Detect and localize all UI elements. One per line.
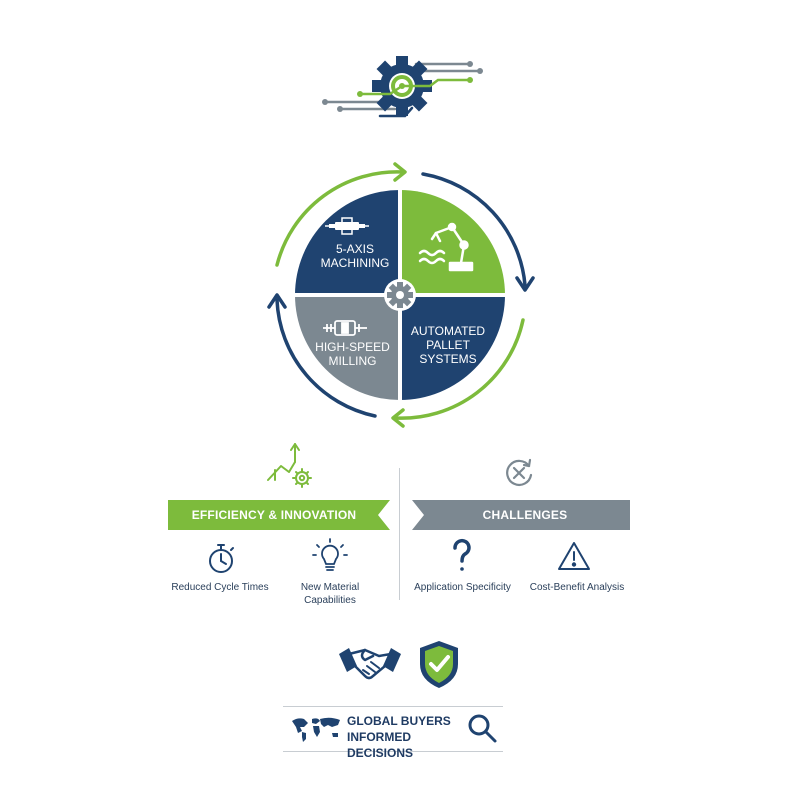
efficiency-title: EFFICIENCY & INNOVATION (191, 508, 357, 522)
quadrant-pallet (400, 295, 505, 400)
challenges-item-label: Application Specificity (414, 582, 511, 593)
gear-circuit-logo-icon (320, 50, 485, 125)
section-divider (399, 468, 400, 600)
quadrant-automation (400, 190, 505, 295)
challenges-item-label: Cost-Benefit Analysis (529, 582, 625, 593)
cycle-x-icon (502, 456, 536, 490)
challenges-title: CHALLENGES (482, 508, 568, 522)
arrow-top-green (275, 170, 405, 267)
warning-icon (557, 540, 591, 572)
arrow-right-navy (421, 172, 527, 287)
arrow-bottom-green (393, 318, 525, 420)
quadrant-label-5-axis: 5-AXIS MACHINING (320, 242, 390, 270)
magnifier-icon (466, 712, 498, 744)
quadrant-5-axis (295, 190, 400, 295)
spindle-icon (325, 217, 369, 235)
world-map-icon (290, 715, 344, 743)
cycle-diagram: 5-AXIS MACHINING HIGH-SPEED MILLING AUTO… (255, 150, 545, 440)
handshake-icon (335, 640, 405, 690)
growth-gear-icon (265, 440, 315, 492)
quadrant-high-speed (295, 295, 400, 400)
stopwatch-icon (205, 541, 237, 575)
arrow-left-navy (275, 298, 377, 418)
shield-check-icon (416, 638, 462, 690)
challenges-banner-shape (412, 500, 630, 530)
footer-box (283, 706, 503, 752)
milling-tool-icon (323, 320, 367, 336)
lightbulb-icon (311, 537, 349, 575)
quadrant-label-pallet: AUTOMATED PALLET SYSTEMS (410, 324, 486, 366)
efficiency-item-label: Reduced Cycle Times (171, 582, 269, 593)
quadrant-label-high-speed: HIGH-SPEED MILLING (315, 340, 390, 368)
center-gear-icon (384, 279, 416, 311)
efficiency-banner-shape (168, 500, 390, 530)
question-icon (447, 538, 477, 576)
footer-text: GLOBAL BUYERS INFORMED DECISIONS (347, 714, 451, 760)
robot-arm-icon (418, 222, 474, 272)
efficiency-item-label: New Material Capabilities (300, 582, 360, 606)
